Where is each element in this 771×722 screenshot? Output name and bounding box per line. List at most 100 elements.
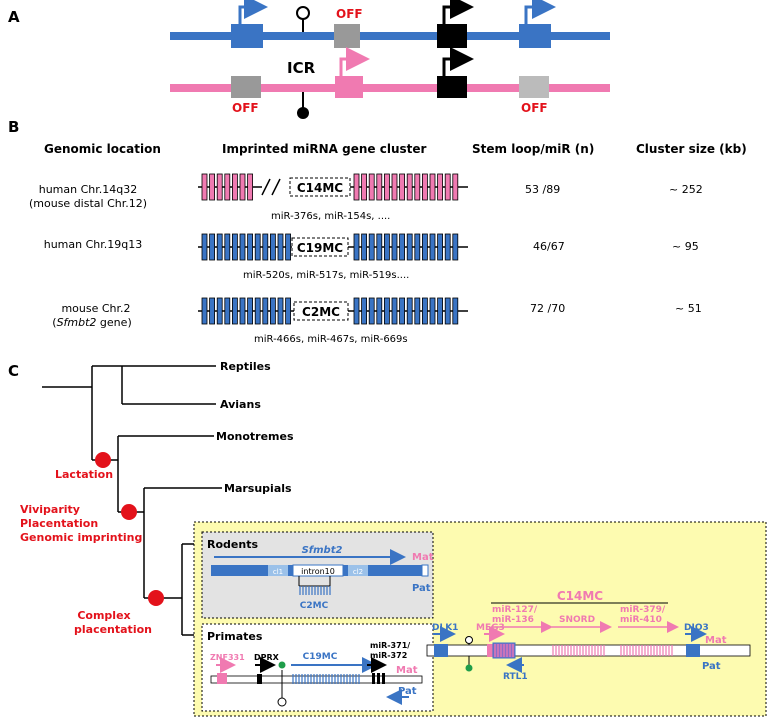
mirna-stem-loop-block	[231, 233, 238, 261]
primates-mat: Mat	[396, 665, 418, 676]
mirna-stem-loop-block	[285, 297, 292, 325]
mirna-stem-loop-block	[353, 173, 360, 201]
taxon-primates: Primates	[207, 630, 263, 643]
mirna-stem-loop-block	[452, 233, 459, 261]
mirna-stem-loop-block	[201, 173, 208, 201]
mirna-stem-loop-block	[391, 233, 398, 261]
c14-snord: SNORD	[559, 615, 595, 625]
mirna-stem-loop-block	[277, 233, 284, 261]
rodents-mat: Mat	[412, 552, 434, 563]
c2mc-cluster-diagram	[198, 297, 468, 325]
mirna-stem-loop-block	[239, 233, 246, 261]
mirna-stem-loop-block	[437, 233, 444, 261]
row2-size: ~ 95	[672, 240, 699, 253]
mirna-stem-loop-block	[421, 173, 428, 201]
mirna-stem-loop-block	[429, 297, 436, 325]
primates-znf: ZNF331	[210, 653, 245, 662]
c19mc-cluster-diagram	[198, 233, 468, 261]
mirna-stem-loop-block	[391, 297, 398, 325]
viviparity-node	[121, 504, 137, 520]
mirna-stem-loop-block	[247, 233, 254, 261]
mirna-stem-loop-block	[414, 173, 421, 201]
header-cluster-size: Cluster size (kb)	[636, 142, 747, 156]
mirna-stem-loop-block	[399, 297, 406, 325]
row3-location2: (Sfmbt2 gene)	[52, 316, 131, 329]
mirna-stem-loop-block	[361, 173, 368, 201]
rodents-cluster: C2MC	[300, 601, 329, 611]
taxon-reptiles: Reptiles	[220, 360, 271, 373]
mirna-stem-loop-block	[444, 173, 451, 201]
c14-meg3: MEG3	[476, 623, 505, 633]
mirna-stem-loop-block	[216, 173, 223, 201]
row3-cluster-name: C2MC	[302, 305, 340, 319]
mirna-stem-loop-block	[421, 297, 428, 325]
primates-pat: Pat	[398, 686, 417, 697]
panel-a-label: A	[8, 8, 20, 26]
c14-mir379b: miR-410	[620, 615, 662, 625]
mirna-stem-loop-block	[383, 233, 390, 261]
mirna-stem-loop-block	[452, 173, 459, 201]
mirna-stem-loop-block	[399, 173, 406, 201]
mirna-stem-loop-block	[269, 297, 276, 325]
mirna-stem-loop-block	[361, 297, 368, 325]
methylated-icr-icon	[297, 107, 309, 119]
panel-b-label: B	[8, 118, 19, 136]
header-mirna-cluster: Imprinted miRNA gene cluster	[222, 142, 427, 156]
rodents-intron: intron10	[301, 567, 335, 576]
mirna-stem-loop-block	[429, 173, 436, 201]
mirna-stem-loop-block	[269, 233, 276, 261]
mirna-stem-loop-block	[452, 297, 459, 325]
row3-stemloop: 72 /70	[530, 302, 565, 315]
mirna-stem-loop-block	[277, 297, 284, 325]
row1-stemloop: 53 /89	[525, 183, 560, 196]
event-genomic-imprinting: Genomic imprinting	[20, 531, 142, 544]
mirna-stem-loop-block	[406, 297, 413, 325]
primates-mir1: miR-371/	[370, 641, 410, 650]
taxon-rodents: Rodents	[207, 538, 258, 551]
unmethylated-icr-icon	[296, 6, 310, 20]
mirna-stem-loop-block	[239, 173, 246, 201]
mirna-stem-loop-block	[209, 297, 216, 325]
mirna-stem-loop-block	[437, 173, 444, 201]
mirna-stem-loop-block	[444, 233, 451, 261]
header-stem-loop: Stem loop/miR (n)	[472, 142, 594, 156]
c14mc-cluster-diagram	[198, 173, 468, 201]
mirna-stem-loop-block	[406, 173, 413, 201]
mirna-stem-loop-block	[406, 233, 413, 261]
mirna-stem-loop-block	[201, 297, 208, 325]
row3-mirs: miR-466s, miR-467s, miR-669s	[254, 334, 408, 345]
c14-pat: Pat	[702, 661, 721, 672]
mirna-stem-loop-block	[376, 297, 383, 325]
mirna-stem-loop-block	[429, 233, 436, 261]
event-complex: Complex	[77, 609, 130, 622]
maternal-allele	[170, 47, 610, 119]
mirna-stem-loop-block	[444, 297, 451, 325]
icr-label: ICR	[287, 59, 316, 77]
c14-mir127b: miR-136	[492, 615, 534, 625]
mirna-stem-loop-block	[414, 297, 421, 325]
mirna-stem-loop-block	[254, 297, 261, 325]
mirna-stem-loop-block	[421, 233, 428, 261]
row2-stemloop: 46/67	[533, 240, 565, 253]
taxon-avians: Avians	[220, 398, 261, 411]
c14-dio3: DIO3	[684, 623, 709, 633]
c14mc-title: C14MC	[557, 589, 603, 603]
mirna-stem-loop-block	[353, 233, 360, 261]
mirna-stem-loop-block	[368, 173, 375, 201]
off-label-top: OFF	[336, 7, 363, 21]
mirna-stem-loop-block	[209, 233, 216, 261]
mirna-stem-loop-block	[353, 297, 360, 325]
mirna-stem-loop-block	[231, 297, 238, 325]
lactation-node	[95, 452, 111, 468]
c14-mat: Mat	[705, 635, 727, 646]
primates-cluster: C19MC	[303, 652, 338, 662]
rodents-cl1: cl1	[273, 568, 283, 576]
mirna-stem-loop-block	[414, 233, 421, 261]
row1-size: ~ 252	[669, 183, 703, 196]
event-placentation-2: placentation	[74, 623, 152, 636]
mirna-stem-loop-block	[216, 233, 223, 261]
mirna-stem-loop-block	[239, 297, 246, 325]
rodents-cl2: cl2	[353, 568, 363, 576]
row3-location: mouse Chr.2	[61, 302, 130, 315]
mirna-stem-loop-block	[231, 173, 238, 201]
